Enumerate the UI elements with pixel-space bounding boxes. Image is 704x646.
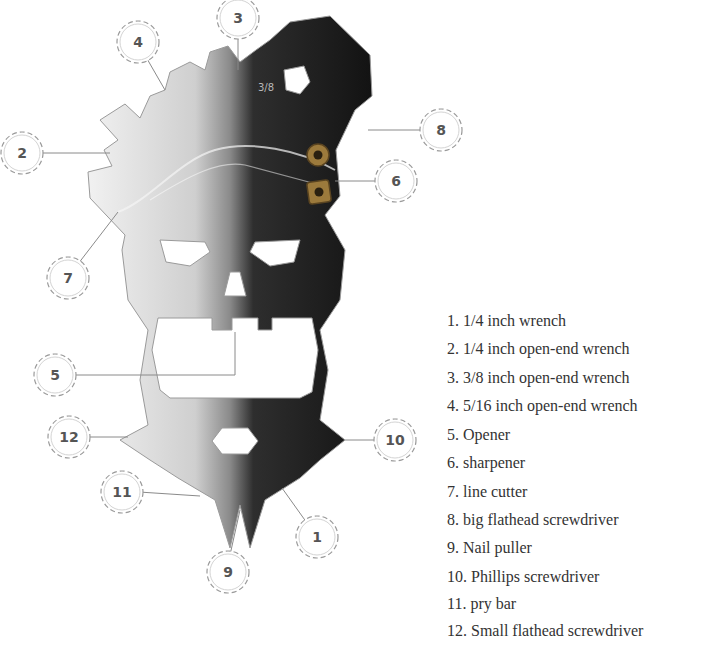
tool-list-item: 1. 1/4 inch wrench xyxy=(447,312,566,330)
cap-ridge-line xyxy=(150,164,320,200)
callout-circle: 5 xyxy=(33,353,77,397)
brass-screw xyxy=(307,144,329,166)
callout-number: 8 xyxy=(419,108,463,152)
tool-list-item: 12. Small flathead screwdriver xyxy=(447,622,643,640)
callout-circle: 3 xyxy=(216,0,260,40)
cap-band-line xyxy=(118,146,335,212)
callout-number: 10 xyxy=(373,418,417,462)
callout-circle: 10 xyxy=(373,418,417,462)
callout-number: 11 xyxy=(100,470,144,514)
tool-list-item: 6. sharpener xyxy=(447,454,525,472)
callout-number: 4 xyxy=(116,20,160,64)
callout-number: 6 xyxy=(374,159,418,203)
tool-list-item: 9. Nail puller xyxy=(447,539,532,557)
callout-number: 1 xyxy=(295,515,339,559)
tool-list-item: 8. big flathead screwdriver xyxy=(447,511,618,529)
callout-number: 5 xyxy=(33,353,77,397)
leader-lines xyxy=(39,35,424,555)
callout-circle: 11 xyxy=(100,470,144,514)
callout-circle: 1 xyxy=(295,515,339,559)
size-stamp: 3/8 xyxy=(258,82,274,94)
skull-tool-body xyxy=(88,16,372,548)
callout-circle: 4 xyxy=(116,20,160,64)
callout-circle: 8 xyxy=(419,108,463,152)
callout-number: 3 xyxy=(216,0,260,40)
tool-list-item: 10. Phillips screwdriver xyxy=(447,568,599,586)
callout-circle: 7 xyxy=(46,256,90,300)
tool-list-item: 11. pry bar xyxy=(447,595,516,613)
callout-number: 12 xyxy=(47,415,91,459)
brass-screw xyxy=(307,180,332,205)
callout-number: 7 xyxy=(46,256,90,300)
tool-list-item: 7. line cutter xyxy=(447,483,527,501)
callout-number: 9 xyxy=(206,550,250,594)
tool-list-item: 2. 1/4 inch open-end wrench xyxy=(447,340,630,358)
callout-circle: 12 xyxy=(47,415,91,459)
tool-list-item: 4. 5/16 inch open-end wrench xyxy=(447,397,638,415)
callout-circle: 6 xyxy=(374,159,418,203)
tool-list-item: 5. Opener xyxy=(447,426,510,444)
callout-circle: 2 xyxy=(0,131,44,175)
callout-circle: 9 xyxy=(206,550,250,594)
callout-number: 2 xyxy=(0,131,44,175)
tool-list-item: 3. 3/8 inch open-end wrench xyxy=(447,369,630,387)
